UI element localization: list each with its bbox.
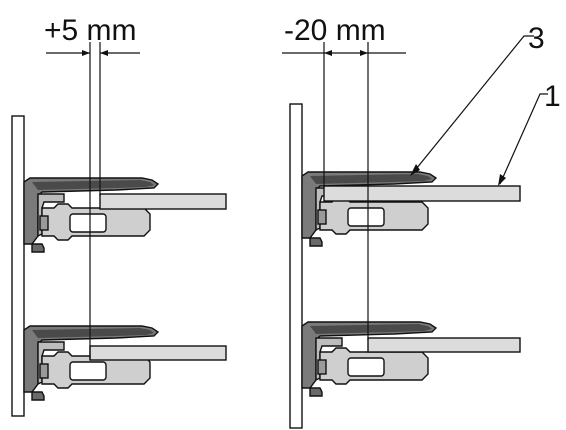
right-cabinet-wall xyxy=(289,103,303,429)
callout-cover-label: 3 xyxy=(528,22,545,55)
callout-cover: 3 xyxy=(410,22,545,176)
left-dimension: +5 mm xyxy=(44,14,140,360)
right-top-hinge xyxy=(301,171,437,247)
right-bottom-shelf xyxy=(367,337,521,353)
right-bottom-hinge xyxy=(301,321,437,397)
callout-shelf: 1 xyxy=(498,80,561,186)
left-bottom-hinge xyxy=(23,325,159,401)
left-cabinet-wall xyxy=(11,115,25,417)
callout-shelf-label: 1 xyxy=(544,80,561,113)
left-top-shelf xyxy=(99,193,227,210)
left-top-hinge xyxy=(23,177,159,253)
right-dimension-label: -20 mm xyxy=(284,14,386,47)
left-dimension-label: +5 mm xyxy=(44,14,137,47)
right-top-shelf xyxy=(323,185,521,202)
left-bottom-shelf xyxy=(89,345,227,361)
right-dimension: -20 mm xyxy=(282,14,406,340)
